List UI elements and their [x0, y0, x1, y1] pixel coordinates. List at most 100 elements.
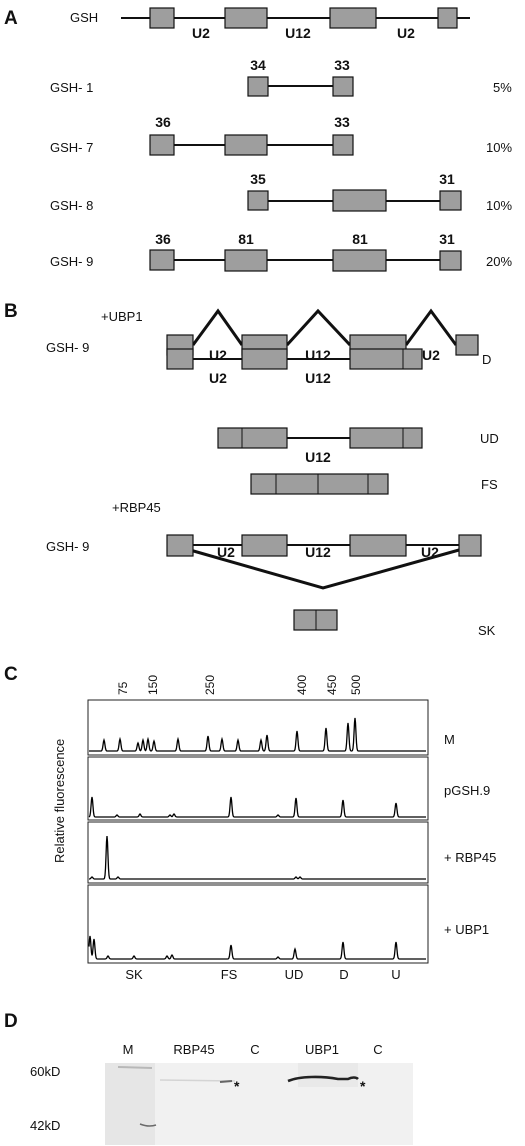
exon	[458, 534, 482, 557]
intron-label: U2	[209, 347, 227, 363]
peak-label: UD	[285, 967, 304, 982]
isoform-label: GSH- 7	[50, 140, 93, 155]
trace-box-rbp45	[87, 821, 429, 884]
isoform-percent: 5%	[493, 80, 512, 95]
exon	[332, 76, 354, 97]
intron-label: U12	[305, 347, 331, 363]
exon-size: 33	[334, 57, 350, 73]
size-marker: 250	[203, 675, 217, 695]
size-marker: 500	[349, 675, 363, 695]
exon	[247, 76, 269, 97]
star-marker: *	[234, 1078, 240, 1094]
western-blot	[105, 1063, 413, 1145]
lane-label: C	[250, 1042, 259, 1057]
size-markers: 75 150 250 400 450 500	[116, 675, 363, 695]
isoform-label: GSH- 9	[50, 254, 93, 269]
gsh-gene-model	[121, 7, 470, 29]
trace-pgsh9	[88, 796, 426, 818]
trace-label: M	[444, 732, 455, 747]
gsh9-rbp45-splicing	[166, 534, 482, 590]
trace-box-pgsh9	[87, 756, 429, 821]
exon	[241, 348, 288, 370]
panel-c-letter: C	[4, 664, 18, 685]
exon	[437, 7, 458, 29]
exon	[241, 534, 288, 557]
exon	[224, 7, 268, 29]
panel-a-letter: A	[4, 8, 18, 29]
exon-size: 34	[250, 57, 266, 73]
exon	[329, 7, 377, 29]
panel-b-letter: B	[4, 301, 18, 322]
exon	[349, 348, 423, 370]
lane-label: C	[373, 1042, 382, 1057]
lane-label: M	[123, 1042, 134, 1057]
exon	[166, 348, 194, 370]
trace-m	[89, 717, 426, 752]
intron-label: U2	[397, 25, 415, 41]
star-marker: *	[360, 1078, 366, 1094]
mw-label: 42kD	[30, 1118, 60, 1133]
gsh9-label: GSH- 9	[46, 539, 89, 554]
panel-d-letter: D	[4, 1011, 18, 1032]
exon-size: 31	[439, 171, 455, 187]
exon	[149, 249, 175, 271]
exon-size: 36	[155, 231, 171, 247]
product-label-fs: FS	[481, 477, 498, 492]
ubp1-label: +UBP1	[101, 309, 143, 324]
exon	[349, 534, 407, 557]
size-marker: 400	[295, 675, 309, 695]
exon	[349, 427, 423, 449]
product-label-d: D	[482, 352, 491, 367]
exon	[224, 134, 268, 156]
lane-label: RBP45	[173, 1042, 214, 1057]
rbp45-label: +RBP45	[112, 500, 161, 515]
intron-label: U2	[217, 544, 235, 560]
peak-label: U	[391, 967, 400, 982]
exon-size: 81	[352, 231, 368, 247]
trace-label: + UBP1	[444, 922, 489, 937]
exon	[247, 190, 269, 211]
intron-label: U2	[209, 370, 227, 386]
gsh9-label: GSH- 9	[46, 340, 89, 355]
isoform-percent: 20%	[486, 254, 512, 269]
exon-size: 31	[439, 231, 455, 247]
exon	[149, 7, 175, 29]
exon	[166, 534, 194, 557]
exon	[149, 134, 175, 156]
mw-label: 60kD	[30, 1064, 60, 1079]
size-marker: 75	[116, 681, 130, 695]
exon-size: 33	[334, 114, 350, 130]
trace-ubp1	[88, 935, 426, 960]
intron-label: U12	[305, 544, 331, 560]
isoform-label: GSH- 1	[50, 80, 93, 95]
peak-label: D	[339, 967, 348, 982]
lane-label: UBP1	[305, 1042, 339, 1057]
isoform-label: GSH- 8	[50, 198, 93, 213]
gsh-gene-label: GSH	[70, 10, 98, 25]
exon	[332, 189, 387, 212]
exon	[217, 427, 288, 449]
exon	[224, 249, 268, 272]
exon	[332, 249, 387, 272]
d-product	[166, 348, 423, 370]
intron-label: U12	[285, 25, 311, 41]
product-label-sk: SK	[478, 623, 496, 638]
trace-label: + RBP45	[444, 850, 496, 865]
size-marker: 450	[325, 675, 339, 695]
isoform-percent: 10%	[486, 140, 512, 155]
intron-label: U2	[421, 544, 439, 560]
intron-label: U2	[422, 347, 440, 363]
exon-size: 81	[238, 231, 254, 247]
exon-size: 35	[250, 171, 266, 187]
sk-product	[293, 609, 338, 631]
trace-rbp45	[89, 835, 426, 880]
ud-product	[217, 427, 423, 449]
peak-label: SK	[125, 967, 143, 982]
exon-size: 36	[155, 114, 171, 130]
size-marker: 150	[146, 675, 160, 695]
fs-product	[250, 473, 389, 495]
exon	[455, 334, 479, 356]
trace-label: pGSH.9	[444, 783, 490, 798]
exon	[332, 134, 354, 156]
